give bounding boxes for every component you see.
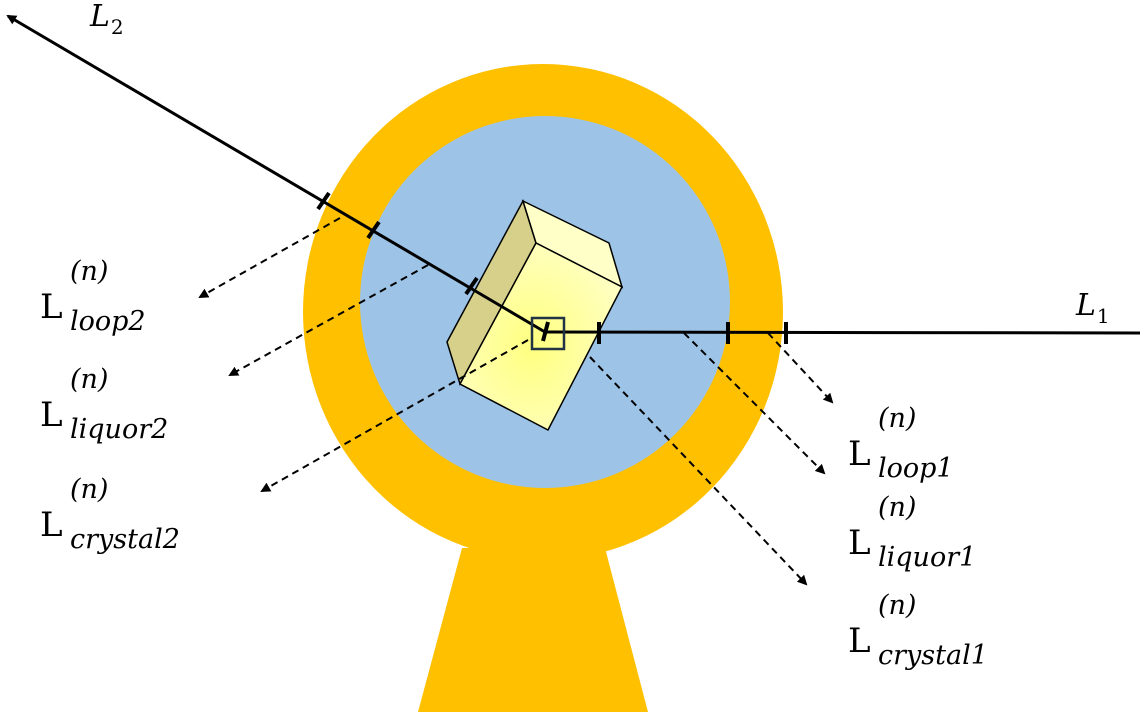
voxel-box xyxy=(530,316,566,351)
label-crystal1: L(n)crystal1 xyxy=(848,590,988,671)
dash-liquor1 xyxy=(683,332,826,475)
dash-loop2 xyxy=(198,217,341,298)
dash-liquor2 xyxy=(228,264,429,376)
loop-stem xyxy=(418,548,648,712)
beam-l1 xyxy=(544,330,1140,335)
label-l2: L2 xyxy=(90,0,124,39)
boundary-ticks xyxy=(316,191,788,344)
label-crystal2: L(n)crystal2 xyxy=(40,474,180,555)
crystal-front-face xyxy=(458,241,624,432)
tick-liquor2 xyxy=(366,220,381,240)
tick-loop2 xyxy=(316,191,331,211)
dash-loop1 xyxy=(767,332,834,404)
label-liquor1: L(n)liquor1 xyxy=(848,492,977,573)
crystal xyxy=(446,199,624,432)
label-liquor2: L(n)liquor2 xyxy=(40,364,169,445)
label-loop2: L(n)loop2 xyxy=(40,256,146,337)
voxel-mark xyxy=(541,321,550,342)
label-l1: L1 xyxy=(1076,288,1110,328)
tick-crystal2 xyxy=(464,276,479,296)
dash-crystal1 xyxy=(589,356,808,586)
label-loop1: L(n)loop1 xyxy=(848,403,954,484)
dash-crystal2 xyxy=(260,339,529,492)
beam-l2 xyxy=(6,14,546,334)
dashed-path-segments xyxy=(198,217,834,586)
